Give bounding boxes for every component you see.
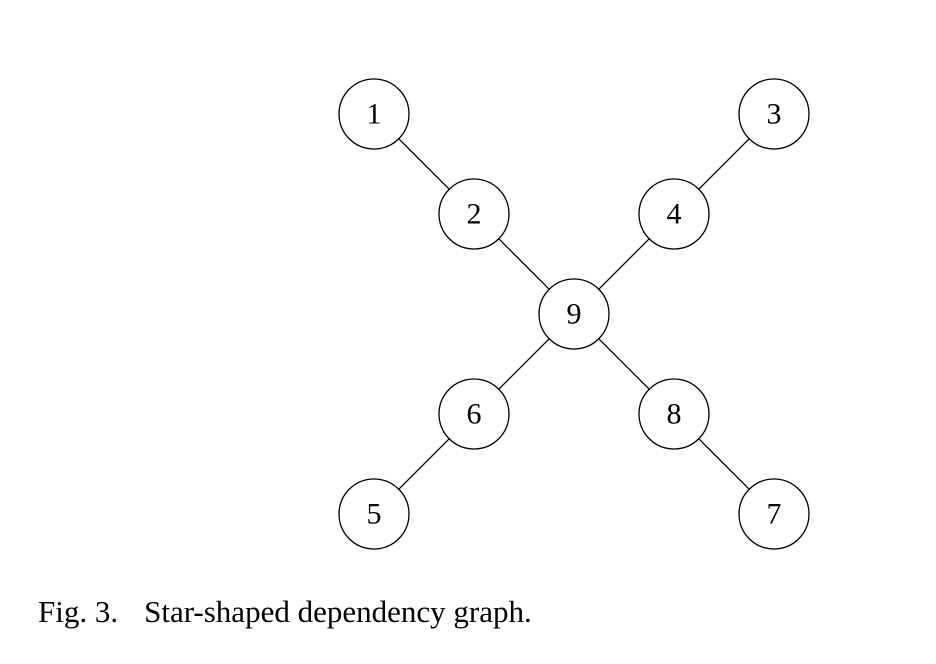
edge-3-4 [698,138,750,190]
node-8: 8 [638,378,710,450]
node-label: 2 [467,198,482,231]
edge-1-2 [398,138,450,190]
edge-8-7 [698,438,750,490]
caption-text: Star-shaped dependency graph. [144,594,532,629]
node-circle [338,78,410,150]
node-circle [638,378,710,450]
edge-9-8 [598,338,650,390]
node-9: 9 [538,278,610,350]
node-1: 1 [338,78,410,150]
node-label: 7 [767,498,782,531]
node-3: 3 [738,78,810,150]
edge-6-5 [398,438,450,490]
node-circle [738,78,810,150]
node-label: 8 [667,398,682,431]
edge-2-9 [498,238,550,290]
node-5: 5 [338,478,410,550]
nodes-layer: 1 2 3 4 5 6 7 8 9 [338,78,810,550]
node-label: 3 [767,98,782,131]
node-label: 5 [367,498,382,531]
node-6: 6 [438,378,510,450]
figure-label: Fig. 3. [38,594,119,629]
node-2: 2 [438,178,510,250]
node-circle [738,478,810,550]
node-circle [538,278,610,350]
node-label: 4 [667,198,682,231]
node-circle [638,178,710,250]
node-label: 1 [367,98,382,131]
figure-caption: Fig. 3. Star-shaped dependency graph. [38,596,532,627]
node-7: 7 [738,478,810,550]
node-label: 6 [467,398,482,431]
edge-9-6 [498,338,550,390]
edge-4-9 [598,238,650,290]
node-4: 4 [638,178,710,250]
node-circle [438,178,510,250]
node-circle [338,478,410,550]
node-label: 9 [567,298,582,331]
node-circle [438,378,510,450]
edges-layer [398,138,750,490]
